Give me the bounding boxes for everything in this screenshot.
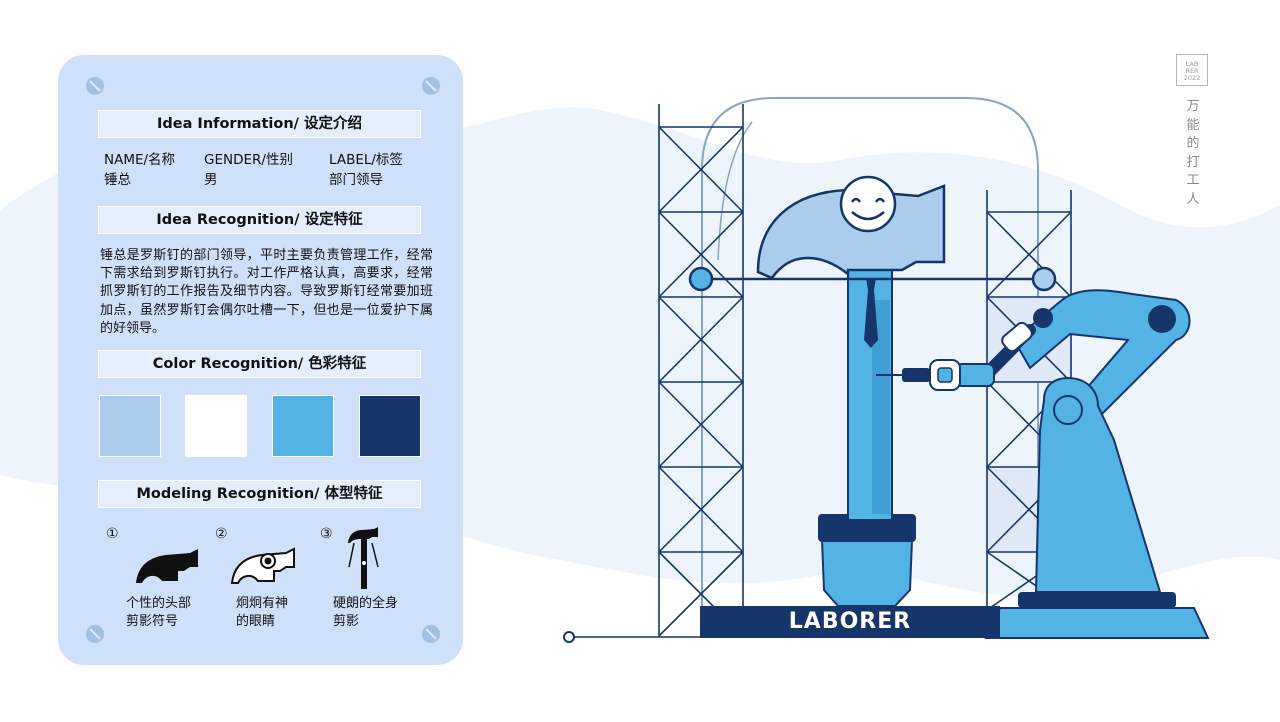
modeling-number-2: ② — [215, 526, 228, 542]
glass-reflection — [717, 121, 753, 261]
support-bar-knob — [688, 266, 714, 292]
screw-icon — [86, 77, 104, 95]
robot-base — [984, 607, 1210, 639]
floor-line-end — [563, 631, 575, 643]
robot-forearm-joint — [1001, 321, 1033, 353]
screwdriver-icon — [902, 368, 930, 382]
label-label: LABEL/标签 — [329, 152, 403, 168]
label-field: LABEL/标签 部门领导 — [329, 150, 403, 190]
color-swatch-navy — [359, 395, 421, 457]
screw-icon — [422, 625, 440, 643]
robot-wrist — [955, 363, 995, 387]
gender-label: GENDER/性别 — [204, 152, 293, 168]
character-description: 锤总是罗斯钉的部门领导，平时主要负责管理工作，经常下需求给到罗斯钉执行。对工作严… — [100, 248, 433, 336]
hammer-body-silhouette-icon — [348, 527, 379, 589]
color-recognition-heading: Color Recognition/ 色彩特征 — [98, 350, 421, 378]
eye-icon — [850, 197, 862, 203]
color-swatch-sky-blue — [272, 395, 334, 457]
color-swatch-light-blue — [99, 395, 161, 457]
label-value: 部门领导 — [329, 172, 383, 188]
laborer-base-plate — [700, 606, 1000, 638]
name-label: NAME/名称 — [104, 152, 176, 168]
robot-joint — [1053, 395, 1083, 425]
robot-base-plate — [1018, 592, 1176, 608]
modeling-recognition-heading: Modeling Recognition/ 体型特征 — [98, 480, 421, 508]
left-scaffold — [658, 104, 744, 637]
screw-icon — [86, 625, 104, 643]
smile-mouth — [851, 211, 885, 221]
hammer-handle-shade — [872, 300, 890, 514]
robot-joint — [1148, 305, 1176, 333]
hammer-stand-nozzle — [820, 539, 914, 607]
glass-dome-outline — [701, 97, 1039, 620]
modeling-caption-2: 炯炯有神 的眼睛 — [236, 596, 289, 629]
hammer-face — [839, 175, 897, 233]
hammer-head-with-eye-icon — [230, 547, 295, 584]
modeling-caption-1: 个性的头部 剪影符号 — [126, 596, 192, 629]
idea-recognition-heading: Idea Recognition/ 设定特征 — [98, 206, 421, 234]
vertical-title: 万能的打工人 — [1186, 99, 1200, 207]
name-field: NAME/名称 锤总 — [104, 150, 175, 190]
name-value: 锤总 — [104, 172, 131, 188]
robot-body — [1034, 376, 1162, 593]
character-info-card: Idea Information/ 设定介绍 NAME/名称 锤总 GENDER… — [58, 55, 463, 665]
gender-value: 男 — [204, 172, 218, 188]
idea-information-heading: Idea Information/ 设定介绍 — [98, 110, 421, 138]
eye-icon — [874, 197, 886, 203]
hammer-head-silhouette-icon — [136, 549, 198, 583]
tie-icon — [864, 278, 878, 348]
color-swatch-white — [185, 395, 247, 457]
laborer-base-label: LABORER — [788, 609, 912, 634]
modeling-number-1: ① — [106, 526, 119, 542]
screw-icon — [422, 77, 440, 95]
robot-joint — [1033, 308, 1053, 328]
modeling-number-3: ③ — [320, 526, 333, 542]
support-bar-knob — [1031, 266, 1057, 292]
gender-field: GENDER/性别 男 — [204, 150, 293, 190]
laborer-brand-logo: LAB RER 2022 — [1176, 54, 1208, 86]
modeling-caption-3: 硬朗的全身 剪影 — [333, 596, 399, 629]
hammer-head — [756, 184, 946, 280]
